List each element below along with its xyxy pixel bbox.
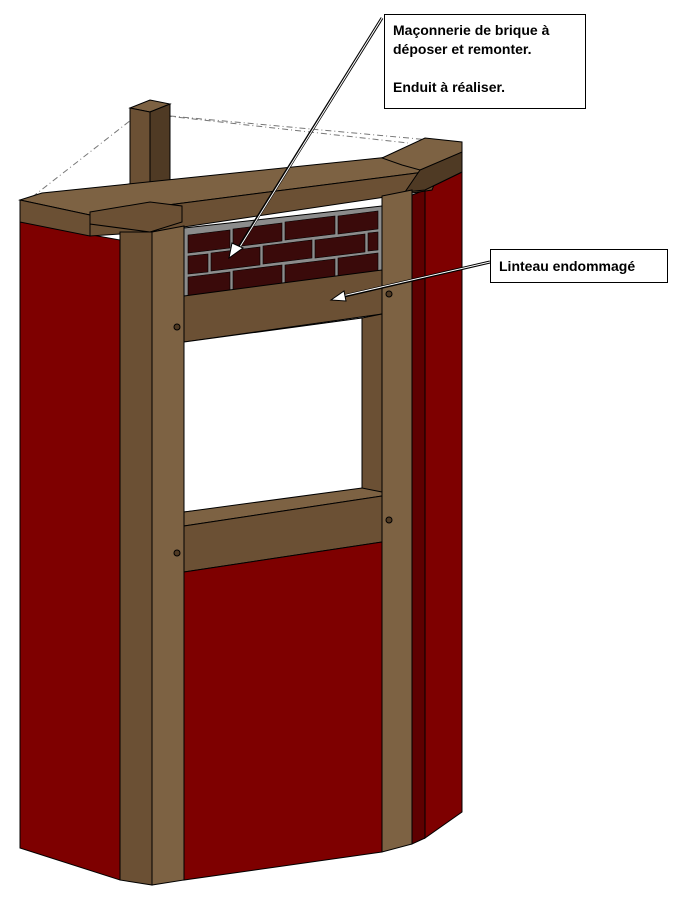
left-red-panel: [19, 221, 121, 881]
lintel-callout: Linteau endommagé: [490, 249, 668, 283]
left-post: [119, 225, 185, 886]
window-sill: [183, 487, 383, 573]
masonry-callout: Maçonnerie de brique à déposer et remont…: [384, 14, 586, 109]
window-opening: [183, 313, 383, 513]
lintel-arrowhead: [329, 290, 347, 302]
right-red-panel: [411, 171, 463, 845]
masonry-leader-highlight: [237, 17, 383, 251]
lintel-leader-highlight: [341, 261, 491, 297]
right-top-block: [380, 137, 463, 193]
masonry-arrowhead: [228, 242, 244, 260]
front-red-panel: [183, 541, 383, 881]
leader-arrows: [228, 17, 491, 302]
lintel-callout-label: Linteau endommagé: [499, 258, 636, 274]
masonry-callout-line3: Enduit à réaliser.: [393, 79, 506, 95]
bolt-heads: [173, 290, 393, 557]
masonry-callout-line2: déposer et remonter.: [393, 41, 532, 57]
construction-lines: [21, 112, 431, 206]
masonry-callout-line1: Maçonnerie de brique à: [393, 22, 550, 38]
